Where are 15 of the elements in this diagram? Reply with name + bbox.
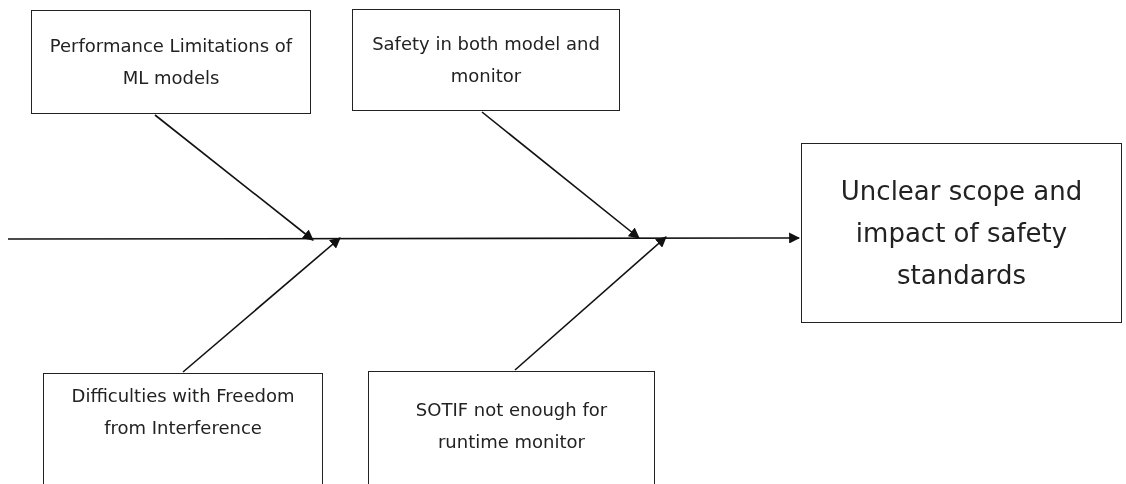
cause-label: SOTIF not enough for runtime monitor <box>414 398 609 454</box>
spine-arrow <box>7 232 801 244</box>
cause-label: Safety in both model and monitor <box>371 32 601 88</box>
bone-arrow <box>481 111 640 239</box>
cause-box <box>43 373 323 484</box>
cause-box <box>368 371 655 484</box>
bone-arrow <box>154 114 314 241</box>
cause-label: Difficulties with Freedom from Interference <box>70 384 296 440</box>
bone-arrow <box>182 237 341 373</box>
cause-box <box>352 9 620 111</box>
cause-label: Performance Limitations of ML models <box>48 34 294 90</box>
bone-arrow <box>514 236 667 371</box>
effect-label: Unclear scope and impact of safety standards <box>839 175 1084 292</box>
cause-box <box>31 10 311 114</box>
effect-box <box>801 143 1122 323</box>
